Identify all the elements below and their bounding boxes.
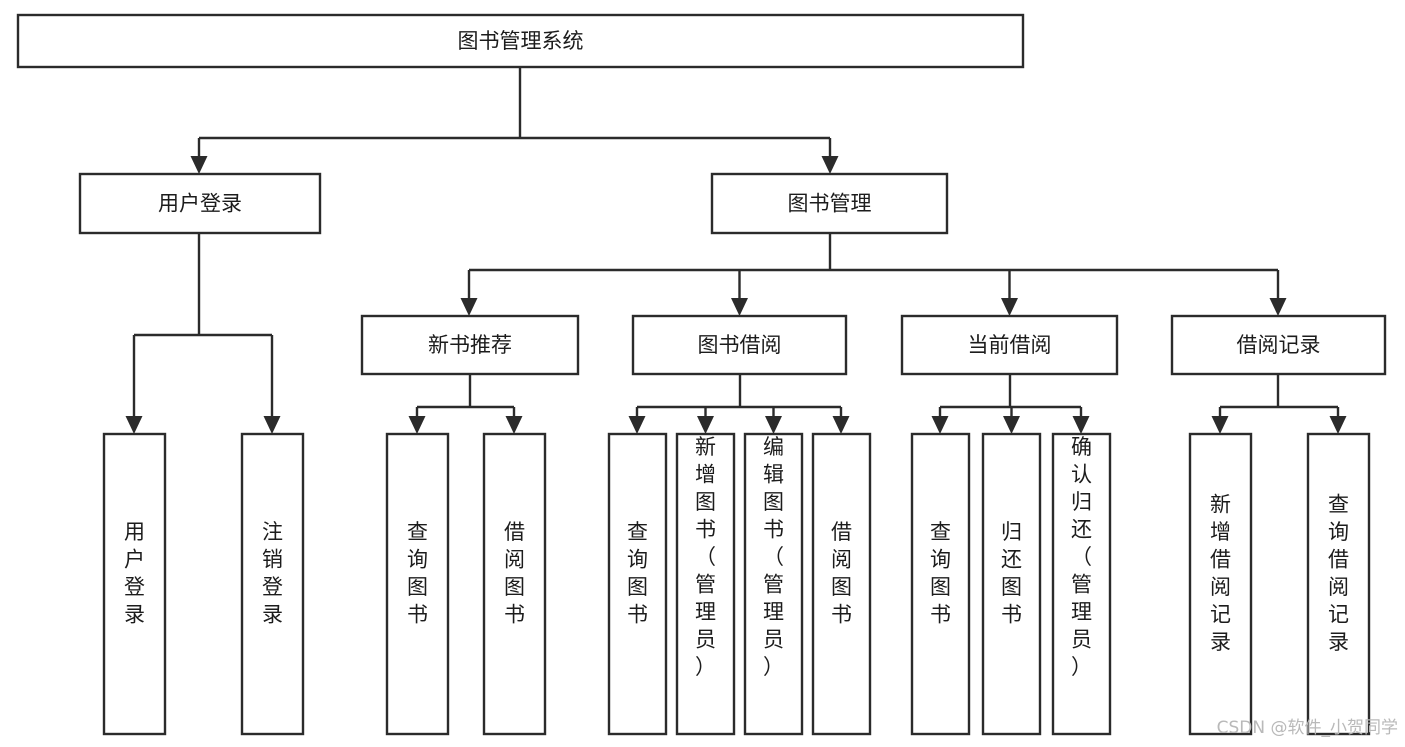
node-box-leaf-return-book[interactable] [981,432,1042,736]
node-label-leaf-borrow-book: 借阅图书 [831,520,852,627]
node-box-leaf-confirm-return[interactable] [1051,432,1112,736]
arrow-to-leaf-add-book-arrowhead [697,416,714,434]
node-leaf-logout[interactable]: 注销登录 [240,432,305,736]
node-box-root[interactable] [16,13,1025,69]
node-box-current-borrow[interactable] [900,314,1119,376]
node-layer: 图书管理系统用户登录图书管理新书推荐图书借阅当前借阅借阅记录用户登录注销登录查询… [16,13,1387,736]
arrow-to-borrow-record-arrowhead [1269,298,1287,316]
node-box-leaf-query-book-recommend[interactable] [385,432,450,736]
arrow-to-leaf-borrow-book-arrowhead [832,416,850,434]
node-box-book-management[interactable] [710,172,949,235]
arrow-to-leaf-logout-arrowhead [263,416,281,434]
node-leaf-query-book-borrow[interactable]: 查询图书 [607,432,668,736]
node-label-leaf-logout: 注销登录 [262,520,283,627]
arrow-to-book-management-arrowhead [821,156,839,174]
node-book-borrow[interactable]: 图书借阅 [631,314,848,376]
node-borrow-record[interactable]: 借阅记录 [1170,314,1387,376]
node-label-leaf-query-book-recommend: 查询图书 [407,520,428,627]
arrow-to-leaf-query-book-borrow-arrowhead [628,416,646,434]
arrow-to-leaf-add-borrow-record-arrowhead [1211,416,1229,434]
node-label-book-management: 图书管理 [788,192,872,216]
arrow-to-leaf-query-borrow-record-arrowhead [1329,416,1347,434]
node-label-leaf-add-book: 新增图书（管理员） [695,435,716,679]
node-box-new-book-recommend[interactable] [360,314,580,376]
arrow-to-book-borrow-arrowhead [731,298,748,316]
node-box-leaf-query-book-borrow[interactable] [607,432,668,736]
node-box-leaf-edit-book[interactable] [743,432,804,736]
node-label-leaf-add-borrow-record: 新增借阅记录 [1210,493,1231,655]
arrow-to-leaf-query-book-current-arrowhead [931,416,949,434]
node-label-book-borrow: 图书借阅 [698,333,782,357]
node-label-leaf-query-borrow-record: 查询借阅记录 [1328,493,1349,655]
node-leaf-add-borrow-record[interactable]: 新增借阅记录 [1188,432,1253,736]
arrow-to-leaf-return-book-arrowhead [1003,416,1020,434]
arrow-to-leaf-borrow-book-recommend-arrowhead [505,416,523,434]
node-label-new-book-recommend: 新书推荐 [428,333,512,357]
node-box-leaf-borrow-book-recommend[interactable] [482,432,547,736]
node-label-root: 图书管理系统 [458,29,584,53]
node-root[interactable]: 图书管理系统 [16,13,1025,69]
arrow-to-leaf-user-login-arrowhead [125,416,143,434]
arrow-to-new-book-recommend-arrowhead [460,298,478,316]
arrow-to-leaf-confirm-return-arrowhead [1072,416,1090,434]
node-box-leaf-logout[interactable] [240,432,305,736]
node-new-book-recommend[interactable]: 新书推荐 [360,314,580,376]
node-box-leaf-query-book-current[interactable] [910,432,971,736]
arrow-to-leaf-query-book-recommend-arrowhead [408,416,426,434]
node-book-management[interactable]: 图书管理 [710,172,949,235]
node-box-book-borrow[interactable] [631,314,848,376]
node-box-leaf-add-borrow-record[interactable] [1188,432,1253,736]
node-leaf-add-book[interactable]: 新增图书（管理员） [675,432,736,736]
node-leaf-borrow-book-recommend[interactable]: 借阅图书 [482,432,547,736]
node-leaf-query-book-current[interactable]: 查询图书 [910,432,971,736]
node-label-leaf-user-login: 用户登录 [124,520,145,627]
arrow-to-user-login-arrowhead [190,156,208,174]
arrow-to-current-borrow-arrowhead [1001,298,1018,316]
connector-layer [125,67,1347,434]
node-label-leaf-return-book: 归还图书 [1001,520,1022,627]
node-box-leaf-borrow-book[interactable] [811,432,872,736]
node-leaf-user-login[interactable]: 用户登录 [102,432,167,736]
node-box-user-login[interactable] [78,172,322,235]
node-label-leaf-edit-book: 编辑图书（管理员） [763,435,784,679]
node-box-leaf-query-borrow-record[interactable] [1306,432,1371,736]
node-label-leaf-query-book-current: 查询图书 [930,520,951,627]
node-leaf-return-book[interactable]: 归还图书 [981,432,1042,736]
node-leaf-confirm-return[interactable]: 确认归还（管理员） [1051,432,1112,736]
node-label-current-borrow: 当前借阅 [968,333,1052,357]
node-label-borrow-record: 借阅记录 [1237,333,1321,357]
node-label-leaf-borrow-book-recommend: 借阅图书 [504,520,525,627]
node-current-borrow[interactable]: 当前借阅 [900,314,1119,376]
node-leaf-query-book-recommend[interactable]: 查询图书 [385,432,450,736]
node-label-user-login: 用户登录 [158,192,242,216]
node-user-login[interactable]: 用户登录 [78,172,322,235]
node-label-leaf-query-book-borrow: 查询图书 [627,520,648,627]
node-box-leaf-add-book[interactable] [675,432,736,736]
node-leaf-edit-book[interactable]: 编辑图书（管理员） [743,432,804,736]
arrow-to-leaf-edit-book-arrowhead [765,416,782,434]
node-box-leaf-user-login[interactable] [102,432,167,736]
node-leaf-borrow-book[interactable]: 借阅图书 [811,432,872,736]
node-box-borrow-record[interactable] [1170,314,1387,376]
node-leaf-query-borrow-record[interactable]: 查询借阅记录 [1306,432,1371,736]
csdn-watermark: CSDN @软件_小贺同学 [1217,718,1398,738]
node-label-leaf-confirm-return: 确认归还（管理员） [1071,435,1092,679]
